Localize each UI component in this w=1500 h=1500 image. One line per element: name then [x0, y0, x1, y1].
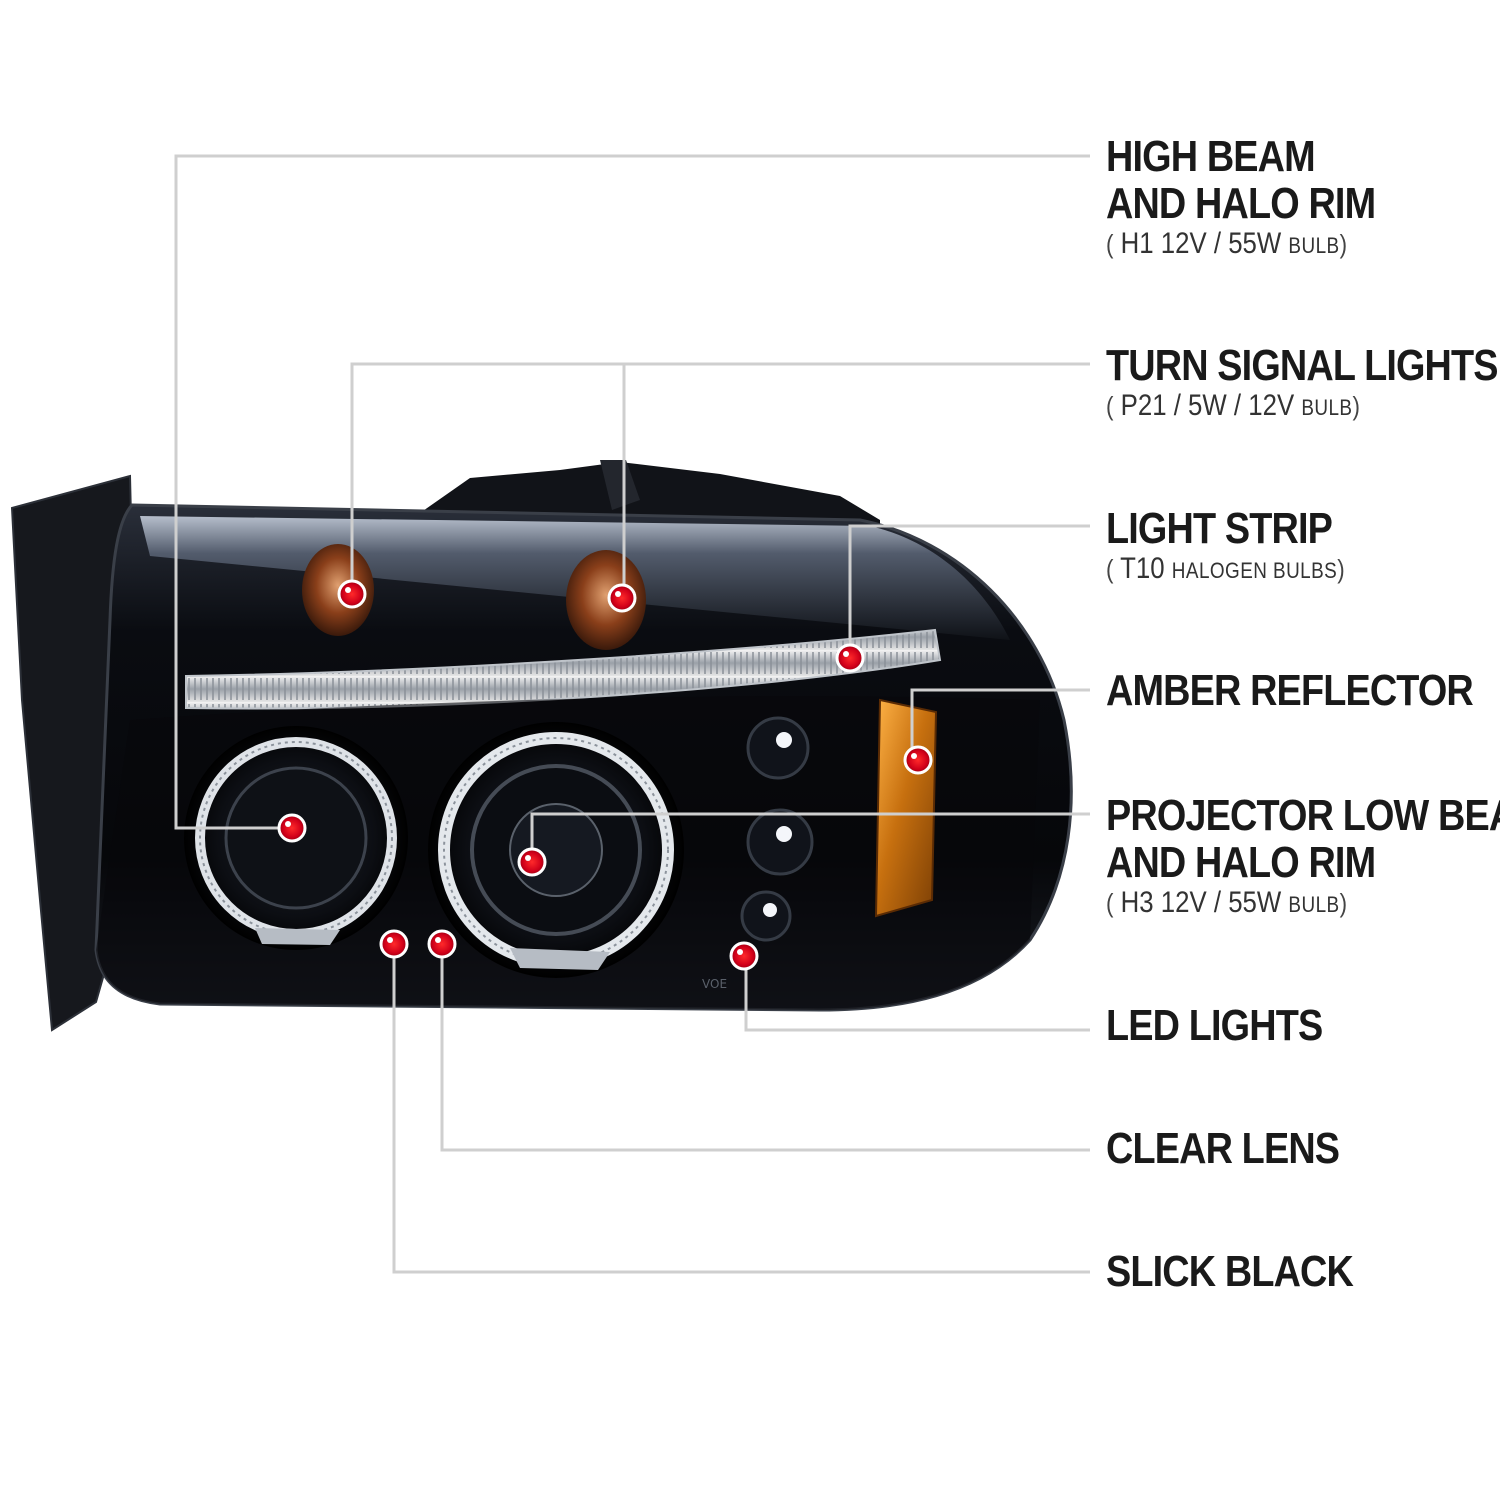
lens-marking: VOE — [702, 977, 727, 991]
marker-led-lights — [729, 941, 759, 971]
halo-ring-left — [184, 726, 408, 950]
leader-projector — [530, 812, 1090, 862]
label-slick-black: SLICK BLACK — [1106, 1247, 1354, 1296]
projector-bulb-spec: ( H3 12V / 55W BULB) — [1106, 886, 1348, 919]
markers — [277, 579, 933, 971]
light-strip-bulb-spec: ( T10 HALOGEN BULBS) — [1106, 552, 1345, 585]
clear-lens-title: CLEAR LENS — [1106, 1124, 1340, 1173]
marker-clear-lens — [427, 929, 457, 959]
halo-ring-right — [428, 722, 684, 978]
amber-reflector-title: AMBER REFLECTOR — [1106, 666, 1474, 715]
marker-turn-signal-right — [607, 583, 637, 613]
label-amber-reflector: AMBER REFLECTOR — [1106, 666, 1474, 715]
label-clear-lens: CLEAR LENS — [1106, 1124, 1340, 1173]
high-beam-title-line-2: AND HALO RIM — [1106, 179, 1376, 228]
marker-amber-reflector — [903, 745, 933, 775]
led-lights-title: LED LIGHTS — [1106, 1001, 1323, 1050]
label-high-beam: HIGH BEAM AND HALO RIM ( H1 12V / 55W BU… — [1106, 132, 1376, 263]
slick-black-title: SLICK BLACK — [1106, 1247, 1354, 1296]
leader-amber-reflector — [910, 688, 1090, 760]
label-turn-signal: TURN SIGNAL LIGHTS ( P21 / 5W / 12V BULB… — [1106, 341, 1499, 425]
led-modules — [740, 716, 814, 942]
leader-clear-lens — [440, 944, 1090, 1152]
label-light-strip: LIGHT STRIP ( T10 HALOGEN BULBS) — [1106, 505, 1345, 588]
leader-slick-black — [392, 944, 1090, 1274]
amber-reflector — [874, 698, 938, 918]
light-strip-title: LIGHT STRIP — [1106, 504, 1333, 553]
marker-turn-signal-left — [337, 579, 367, 609]
leader-high-beam — [174, 154, 1090, 830]
projector-title-line-1: PROJECTOR LOW BEAM — [1106, 791, 1500, 840]
marker-projector — [517, 847, 547, 877]
leader-light-strip — [848, 524, 1090, 656]
headlight-housing: VOE — [10, 460, 1073, 1032]
leader-led-lights — [744, 956, 1090, 1032]
marker-high-beam — [277, 813, 307, 843]
high-beam-bulb-spec: ( H1 12V / 55W BULB) — [1106, 227, 1348, 260]
projector-title-line-2: AND HALO RIM — [1106, 838, 1376, 887]
turn-signal-title: TURN SIGNAL LIGHTS — [1106, 341, 1499, 390]
turn-signal-bulb-spec: ( P21 / 5W / 12V BULB) — [1106, 389, 1360, 422]
label-projector: PROJECTOR LOW BEAM AND HALO RIM ( H3 12V… — [1106, 792, 1500, 922]
marker-slick-black — [379, 929, 409, 959]
leader-lines — [174, 154, 1090, 1274]
leader-turn-signal-left — [350, 362, 1090, 594]
marker-light-strip — [835, 643, 865, 673]
label-led-lights: LED LIGHTS — [1106, 1001, 1323, 1050]
high-beam-title-line-1: HIGH BEAM — [1106, 132, 1316, 181]
